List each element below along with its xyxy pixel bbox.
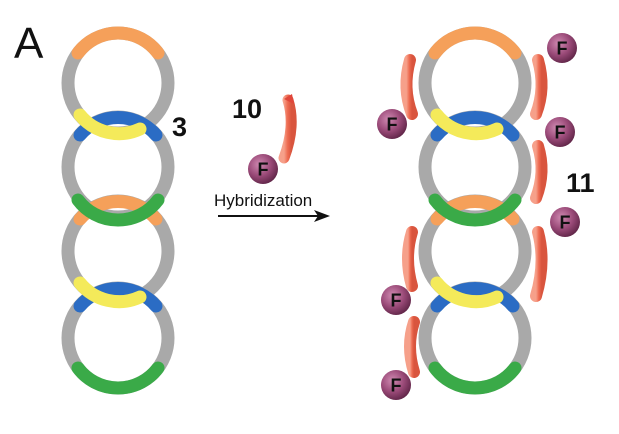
label-left-chain: 3 [172,112,187,142]
svg-text:F: F [391,291,402,311]
fluorophore-1: F [547,33,577,63]
svg-text:F: F [391,376,402,396]
reaction-arrow [218,210,330,222]
probe-fluorophore: F [248,154,278,184]
fluorophore-6: F [381,370,411,400]
left-ring-chain [68,33,168,388]
svg-text:F: F [387,115,398,135]
panel-label: A [14,19,44,68]
fluorophore-3: F [545,117,575,147]
svg-text:F: F [560,213,571,233]
fluorophore-letter: F [258,160,269,180]
fluorophore-2: F [377,109,407,139]
svg-text:F: F [557,39,568,59]
label-probe: 10 [232,94,262,124]
fluorophore-5: F [381,285,411,315]
arrow-label: Hybridization [214,191,312,210]
label-right-chain: 11 [566,168,595,198]
probe-strand [284,94,294,158]
svg-text:F: F [555,123,566,143]
fluorophore-4: F [550,207,580,237]
right-ring-chain: F F F F F F [377,33,580,400]
